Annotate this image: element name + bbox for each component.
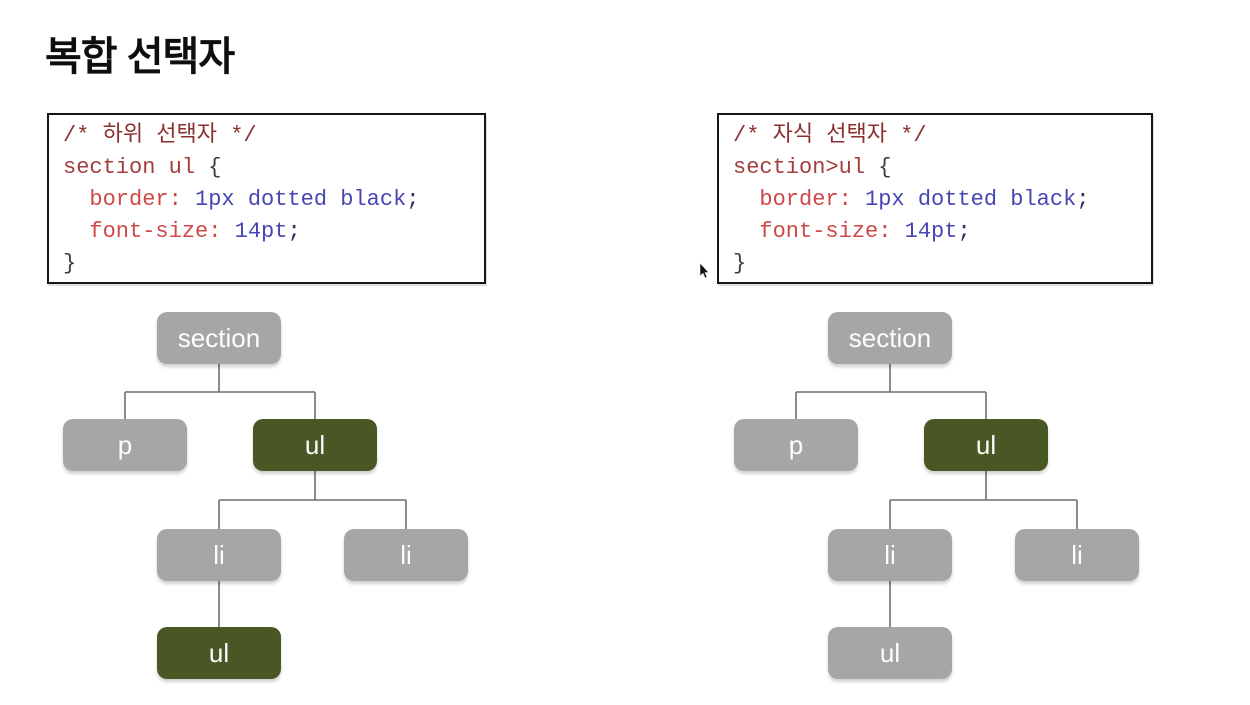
page-title: 복합 선택자 <box>45 35 235 79</box>
code-line: section ul { <box>63 152 476 184</box>
tree-node-ul: ul <box>828 627 952 679</box>
code-token-value: 1px dotted black <box>865 187 1077 212</box>
tree-node-li: li <box>828 529 952 581</box>
tree-node-li: li <box>344 529 468 581</box>
code-token-semi: ; <box>957 219 971 244</box>
code-token-punct: { <box>195 155 222 180</box>
code-token-plain <box>63 219 89 244</box>
tree-node-ul: ul <box>924 419 1048 471</box>
tree-node-ul: ul <box>253 419 377 471</box>
code-block-child-selector: /* 자식 선택자 */ section>ul { border: 1px dot… <box>717 113 1153 284</box>
tree-node-li: li <box>157 529 281 581</box>
code-token-property: border <box>759 187 839 212</box>
code-token-property: : <box>208 219 222 244</box>
code-line: border: 1px dotted black; <box>63 184 476 216</box>
code-token-property: font-size <box>759 219 879 244</box>
code-token-punct: { <box>865 155 892 180</box>
code-token-plain <box>221 219 234 244</box>
code-token-selector: section>ul <box>733 155 866 180</box>
code-token-punct: } <box>733 251 747 276</box>
mouse-cursor-icon <box>699 263 710 279</box>
code-token-plain <box>852 187 865 212</box>
code-token-property: border <box>89 187 169 212</box>
code-token-punct: } <box>63 251 77 276</box>
tree-node-p: p <box>734 419 858 471</box>
code-block-descendant-selector: /* 하위 선택자 */ section ul { border: 1px dot… <box>47 113 486 284</box>
code-token-semi: ; <box>1076 187 1090 212</box>
code-token-semi: ; <box>287 219 301 244</box>
code-token-plain <box>182 187 195 212</box>
code-line: border: 1px dotted black; <box>733 184 1143 216</box>
tree-node-li: li <box>1015 529 1139 581</box>
code-token-plain <box>733 219 759 244</box>
tree-node-p: p <box>63 419 187 471</box>
code-line: font-size: 14pt; <box>63 216 476 248</box>
code-token-property: : <box>878 219 892 244</box>
code-token-plain <box>733 187 759 212</box>
code-token-value: 14pt <box>234 219 288 244</box>
tree-node-section: section <box>157 312 281 364</box>
code-token-plain <box>891 219 904 244</box>
tree-node-ul: ul <box>157 627 281 679</box>
code-token-selector: section ul <box>63 155 196 180</box>
code-line: font-size: 14pt; <box>733 216 1143 248</box>
code-line: /* 하위 선택자 */ <box>63 120 476 152</box>
code-token-comment: /* 하위 선택자 */ <box>63 123 257 148</box>
code-token-property: : <box>838 187 852 212</box>
code-token-property: : <box>168 187 182 212</box>
code-token-comment: /* 자식 선택자 */ <box>733 123 927 148</box>
code-line: /* 자식 선택자 */ <box>733 120 1143 152</box>
code-token-value: 14pt <box>904 219 958 244</box>
code-token-plain <box>63 187 89 212</box>
code-line: section>ul { <box>733 152 1143 184</box>
code-token-value: 1px dotted black <box>195 187 407 212</box>
code-token-property: font-size <box>89 219 209 244</box>
code-line: } <box>733 248 1143 280</box>
code-line: } <box>63 248 476 280</box>
code-token-semi: ; <box>406 187 420 212</box>
tree-node-section: section <box>828 312 952 364</box>
